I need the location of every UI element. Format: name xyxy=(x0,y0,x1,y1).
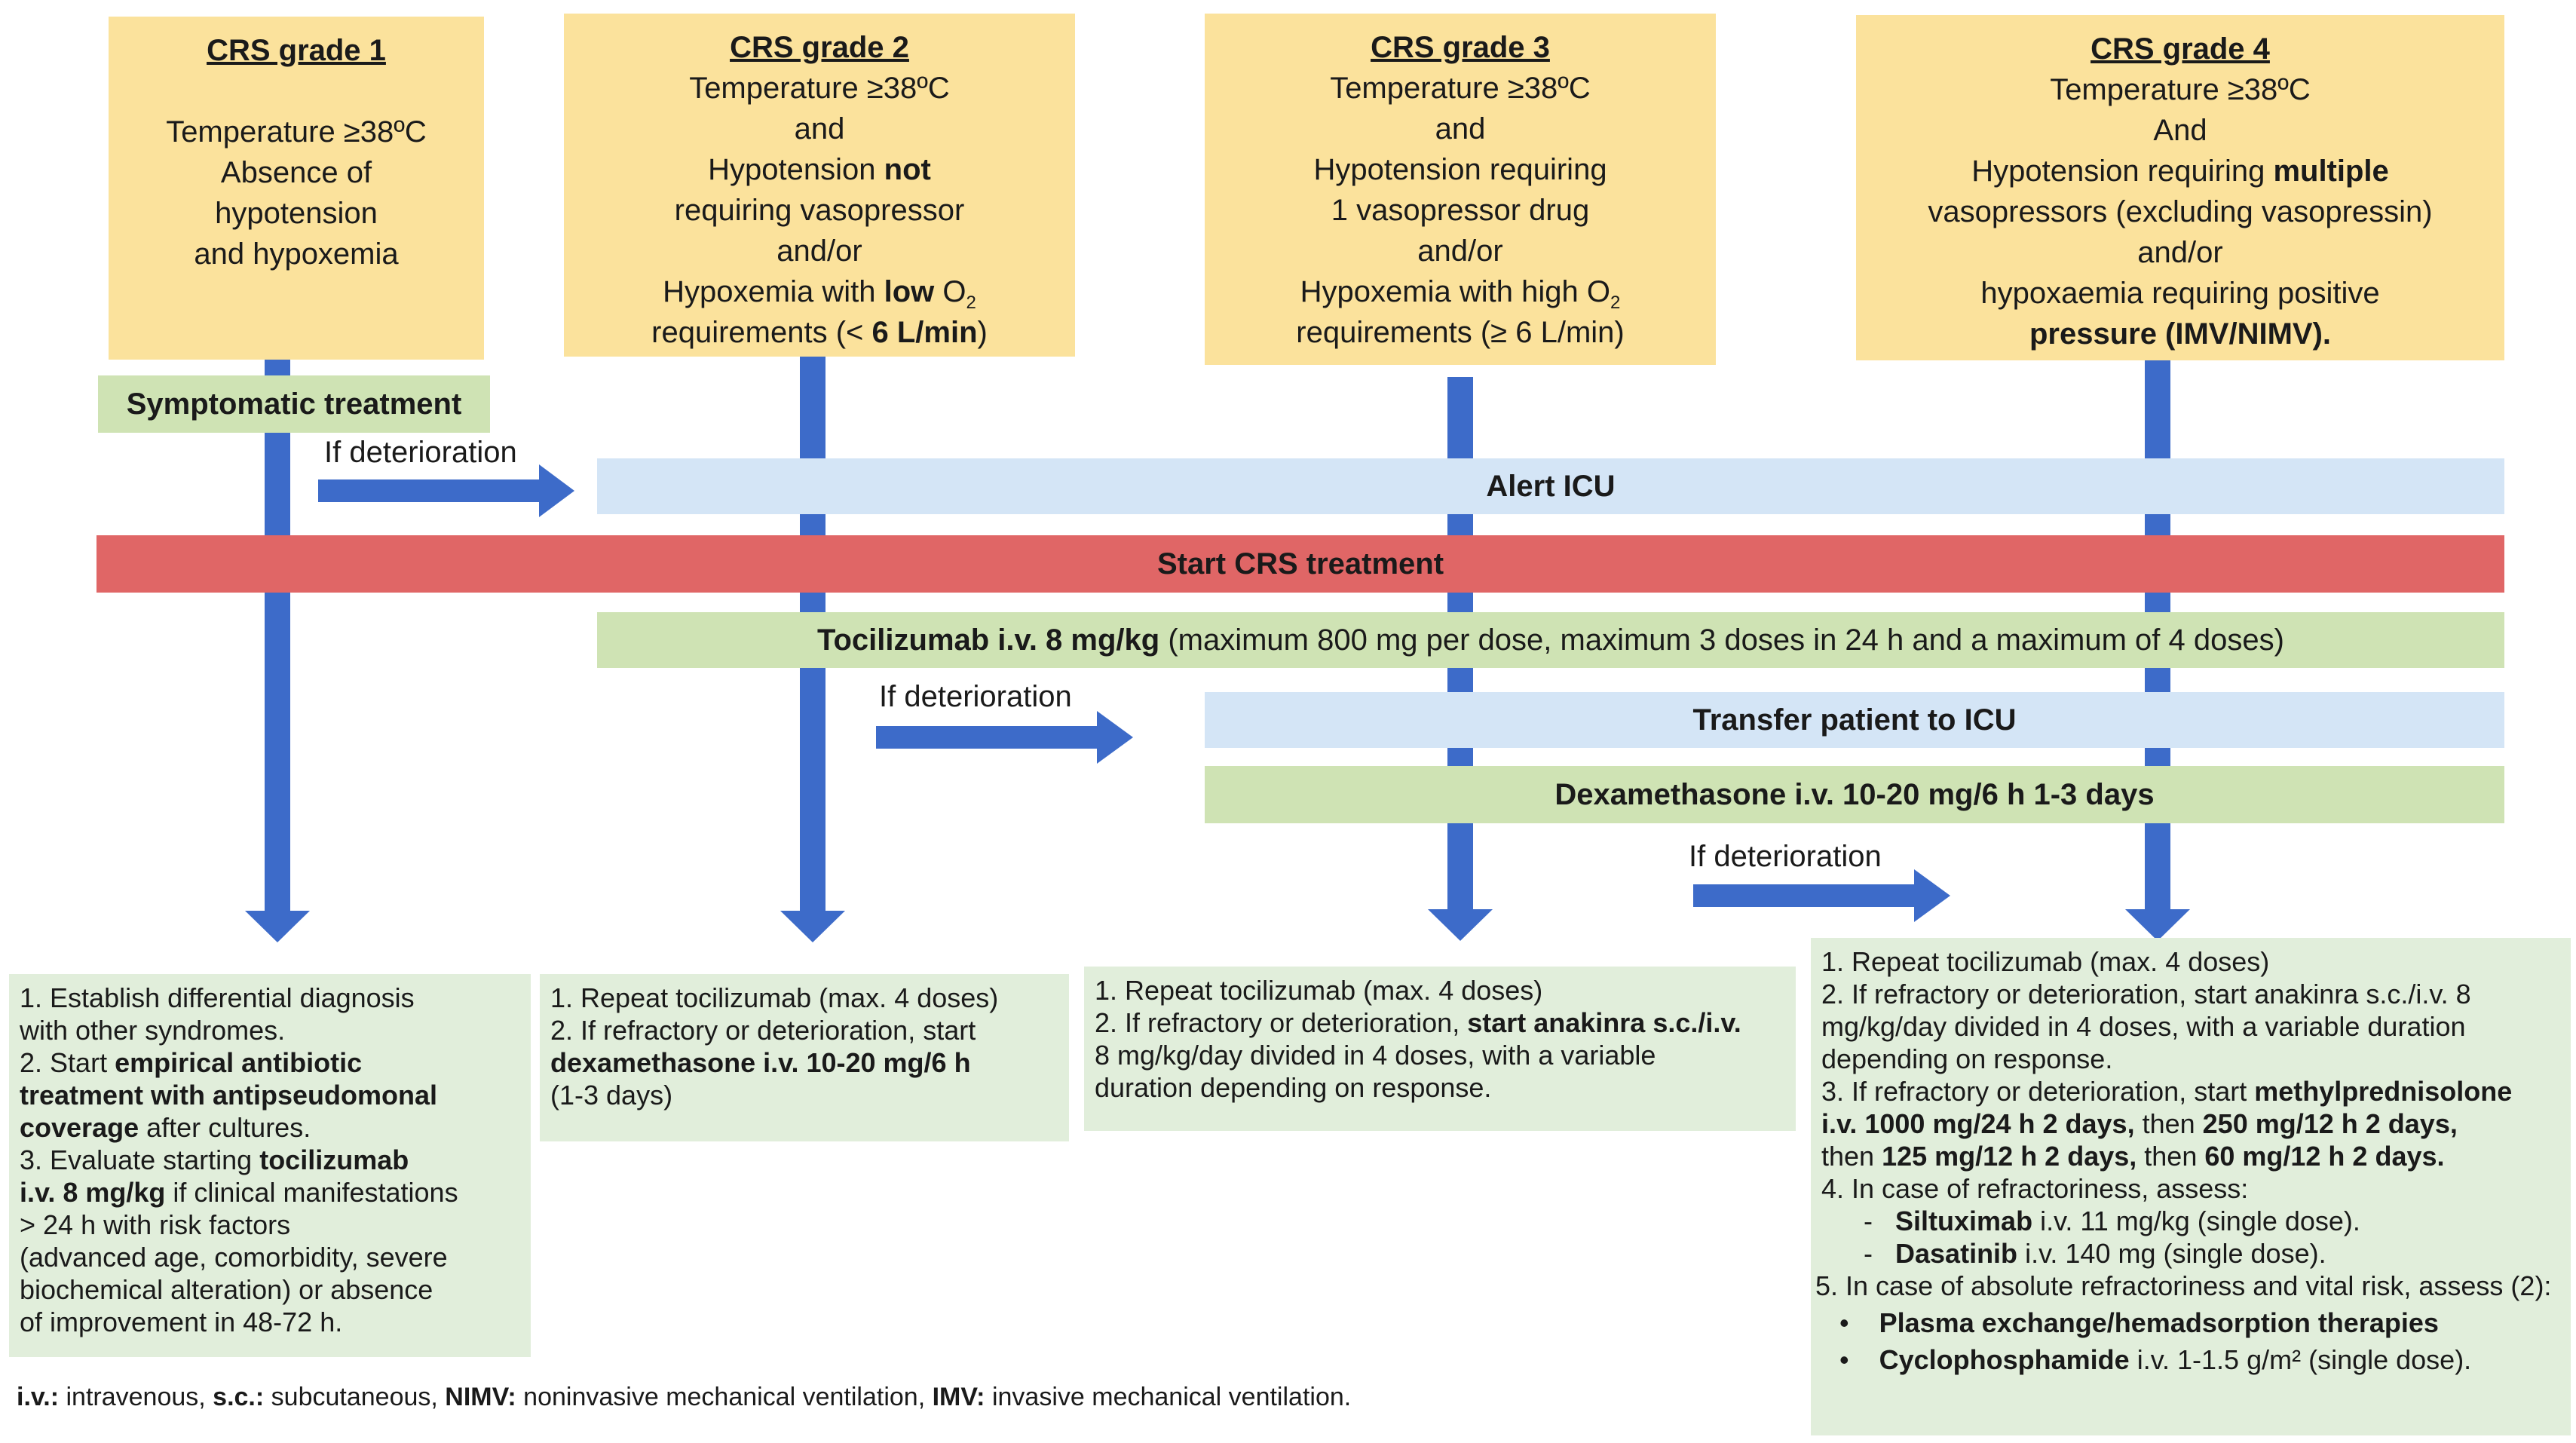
grade3-line: and xyxy=(1435,112,1486,146)
grade3-line: Hypotension requiring xyxy=(1313,153,1607,186)
crs-grade-2-box: CRS grade 2 Temperature ≥38ºC and Hypote… xyxy=(564,14,1075,357)
grade2-line: requiring vasopressor xyxy=(674,194,965,227)
list-item: duration depending on response. xyxy=(1095,1072,1492,1103)
grade2-line: Hypoxemia with low O2 xyxy=(663,275,976,313)
deterioration-arrow-1 xyxy=(318,464,574,517)
grade1-line: and hypoxemia xyxy=(194,237,399,271)
list-item: 8 mg/kg/day divided in 4 doses, with a v… xyxy=(1095,1040,1656,1071)
grade1-outcome-box: 1. Establish differential diagnosis with… xyxy=(9,974,531,1357)
grade1-down-arrow xyxy=(245,354,310,942)
grade1-line: Temperature ≥38ºC xyxy=(166,115,427,149)
crs-grade-3-box: CRS grade 3 Temperature ≥38ºC and Hypote… xyxy=(1205,14,1716,365)
list-item: - Siltuximab i.v. 11 mg/kg (single dose)… xyxy=(1864,1206,2360,1236)
list-item: dexamethasone i.v. 10-20 mg/6 h xyxy=(550,1047,971,1078)
list-item: i.v. 1000 mg/24 h 2 days, then 250 mg/12… xyxy=(1821,1108,2458,1139)
list-item: 1. Repeat tocilizumab (max. 4 doses) xyxy=(1821,946,2270,977)
grade1-line xyxy=(109,71,484,112)
symptomatic-treatment-band: Symptomatic treatment xyxy=(98,375,490,433)
deterioration-arrow-2 xyxy=(876,711,1133,764)
list-item: coverage after cultures. xyxy=(20,1112,311,1143)
grade3-line: Hypoxemia with high O2 xyxy=(1300,275,1621,313)
deterioration-label-1: If deterioration xyxy=(324,436,517,469)
list-item: 3. Evaluate starting tocilizumab xyxy=(20,1144,409,1175)
crs-grade-2-title: CRS grade 2 xyxy=(730,31,909,64)
dexamethasone-label: Dexamethasone i.v. 10-20 mg/6 h 1-3 days xyxy=(1554,777,2155,811)
list-item: 1. Repeat tocilizumab (max. 4 doses) xyxy=(550,982,999,1013)
crs-grade-4-title: CRS grade 4 xyxy=(2091,32,2270,66)
tocilizumab-label: Tocilizumab i.v. 8 mg/kg (maximum 800 mg… xyxy=(817,623,2284,657)
list-item: - Dasatinib i.v. 140 mg (single dose). xyxy=(1864,1238,2326,1269)
list-item: 2. If refractory or deterioration, start xyxy=(550,1015,976,1046)
grade4-line: pressure (IMV/NIMV). xyxy=(2029,317,2332,351)
list-item: of improvement in 48-72 h. xyxy=(20,1307,343,1337)
list-item: 5. In case of absolute refractoriness an… xyxy=(1815,1270,2552,1301)
grade4-line: And xyxy=(2153,114,2207,147)
list-item: > 24 h with risk factors xyxy=(20,1209,291,1240)
list-item: 1. Establish differential diagnosis xyxy=(20,982,415,1013)
list-item: treatment with antipseudomonal xyxy=(20,1080,438,1111)
grade2-outcome-box: 1. Repeat tocilizumab (max. 4 doses) 2. … xyxy=(540,974,1069,1141)
list-item: 4. In case of refractoriness, assess: xyxy=(1821,1173,2249,1204)
transfer-icu-band: Transfer patient to ICU xyxy=(1205,692,2504,748)
grade4-line: Hypotension requiring multiple xyxy=(1971,155,2389,188)
transfer-icu-label: Transfer patient to ICU xyxy=(1692,703,2017,737)
grade2-line: and/or xyxy=(776,234,862,268)
grade1-line: hypotension xyxy=(215,197,378,230)
dexamethasone-band: Dexamethasone i.v. 10-20 mg/6 h 1-3 days xyxy=(1205,766,2504,823)
list-item: with other syndromes. xyxy=(20,1015,286,1046)
deterioration-label-3: If deterioration xyxy=(1689,840,1882,873)
grade3-line: Temperature ≥38ºC xyxy=(1330,72,1591,105)
grade1-line: Absence of xyxy=(220,156,372,189)
list-item: 1. Repeat tocilizumab (max. 4 doses) xyxy=(1095,975,1543,1006)
grade2-line: and xyxy=(794,112,845,146)
grade3-line: and/or xyxy=(1417,234,1503,268)
grade4-line: hypoxaemia requiring positive xyxy=(1980,277,2380,310)
list-item: i.v. 8 mg/kg if clinical manifestations xyxy=(20,1177,458,1208)
list-item: mg/kg/day divided in 4 doses, with a var… xyxy=(1821,1011,2466,1042)
abbreviations-footnote: i.v.: intravenous, s.c.: subcutaneous, N… xyxy=(17,1383,1352,1411)
grade3-outcome-box: 1. Repeat tocilizumab (max. 4 doses) 2. … xyxy=(1084,967,1796,1131)
grade2-line: requirements (< 6 L/min) xyxy=(651,316,988,349)
grade2-line: Hypotension not xyxy=(708,153,931,186)
crs-grade-3-title: CRS grade 3 xyxy=(1371,31,1550,64)
tocilizumab-band: Tocilizumab i.v. 8 mg/kg (maximum 800 mg… xyxy=(597,612,2504,668)
list-item: • Plasma exchange/hemadsorption therapie… xyxy=(1839,1307,2439,1338)
list-item: (advanced age, comorbidity, severe xyxy=(20,1242,448,1273)
crs-grade-4-box: CRS grade 4 Temperature ≥38ºC And Hypote… xyxy=(1856,15,2504,360)
grade4-line: vasopressors (excluding vasopressin) xyxy=(1928,195,2433,228)
list-item: • Cyclophosphamide i.v. 1-1.5 g/m² (sing… xyxy=(1839,1344,2472,1375)
alert-icu-label: Alert ICU xyxy=(1486,469,1616,503)
grade3-line: requirements (≥ 6 L/min) xyxy=(1296,316,1625,349)
list-item: 3. If refractory or deterioration, start… xyxy=(1821,1076,2513,1107)
start-crs-treatment-band: Start CRS treatment xyxy=(96,535,2504,593)
crs-grade-1-title: CRS grade 1 xyxy=(207,34,386,67)
list-item: biochemical alteration) or absence xyxy=(20,1274,433,1305)
grade4-line: and/or xyxy=(2137,236,2223,269)
grade4-line: Temperature ≥38ºC xyxy=(2050,73,2311,106)
deterioration-label-2: If deterioration xyxy=(879,680,1072,713)
list-item: 2. If refractory or deterioration, start… xyxy=(1821,979,2471,1009)
deterioration-arrow-3 xyxy=(1693,869,1950,922)
list-item: 2. Start empirical antibiotic xyxy=(20,1047,363,1078)
grade3-line: 1 vasopressor drug xyxy=(1331,194,1590,227)
start-crs-treatment-label: Start CRS treatment xyxy=(1156,547,1444,581)
list-item: then 125 mg/12 h 2 days, then 60 mg/12 h… xyxy=(1821,1141,2445,1172)
symptomatic-treatment-label: Symptomatic treatment xyxy=(126,387,462,421)
alert-icu-band: Alert ICU xyxy=(597,458,2504,514)
crs-grade-1-box: CRS grade 1 Temperature ≥38ºC Absence of… xyxy=(109,17,484,360)
list-item: 2. If refractory or deterioration, start… xyxy=(1095,1007,1741,1038)
list-item: depending on response. xyxy=(1821,1043,2113,1074)
list-item: (1-3 days) xyxy=(550,1080,673,1111)
grade4-outcome-box: 1. Repeat tocilizumab (max. 4 doses) 2. … xyxy=(1811,938,2571,1435)
grade2-line: Temperature ≥38ºC xyxy=(689,72,950,105)
